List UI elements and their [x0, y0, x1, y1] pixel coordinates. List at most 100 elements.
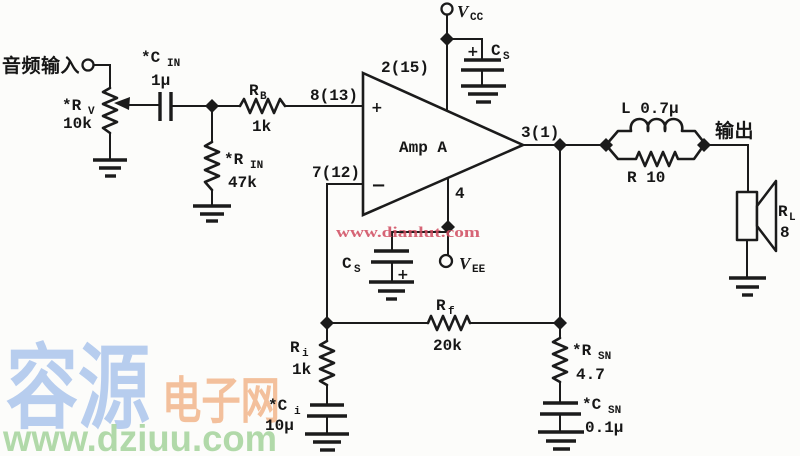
vcc-symbol: V: [457, 2, 470, 21]
rf-sub: f: [448, 306, 455, 318]
csn-ref: *C: [582, 396, 602, 414]
cs-top-sub: S: [503, 51, 510, 63]
wire: [446, 38, 483, 59]
watermark-brand-cn-2: 电子网: [162, 373, 280, 429]
resistor-rv: [101, 86, 119, 135]
cin-value: 1μ: [151, 72, 170, 90]
rin-ref: *R: [224, 151, 244, 169]
junction-dot: [599, 138, 613, 152]
resistors: [101, 86, 569, 387]
vcc-sub: CC: [470, 12, 484, 24]
r10-label: R 10: [627, 169, 665, 187]
pin-vminus-label: 4: [455, 185, 465, 203]
csn-sub: SN: [608, 405, 621, 417]
junction-dot: [205, 99, 219, 113]
vee-symbol: V: [459, 254, 472, 273]
ground-icon: [461, 84, 506, 104]
capacitors: [158, 58, 581, 418]
output-label: 输出: [715, 119, 754, 142]
watermark-dziuu-url: www.dziuu.com: [2, 418, 277, 456]
cs-top-ref: C: [491, 42, 501, 60]
output-lr-network: [604, 117, 708, 168]
rl-sub: L: [789, 212, 796, 224]
ground-icon: [538, 430, 584, 451]
opamp-plus-sign: +: [371, 100, 383, 116]
cin-sub: IN: [167, 58, 180, 70]
vcc-terminal: [440, 2, 454, 16]
rv-sub: V: [88, 106, 95, 118]
ri-ref: R: [290, 339, 300, 357]
resistor-rin: [203, 140, 221, 192]
ci-value: 10μ: [265, 417, 294, 435]
cs-bot-sub: S: [354, 264, 361, 276]
rsn-sub: SN: [598, 351, 611, 363]
audio-input-label: 音频输入: [2, 54, 80, 77]
csn-value: 0.1μ: [585, 419, 623, 437]
rf-ref: R: [436, 297, 446, 315]
rl-ref: R: [778, 203, 788, 221]
wire: [326, 183, 364, 324]
capacitor-csn: [540, 401, 581, 416]
cs-top-polarity: +: [467, 44, 479, 60]
vee-terminal: [438, 253, 454, 269]
rb-value: 1k: [252, 118, 272, 136]
wire: [93, 64, 111, 89]
cs-bot-polarity: +: [397, 267, 409, 283]
rf-value: 20k: [433, 337, 462, 355]
labels: 音频输入 *R V 10k *C IN 1μ R B 1k *R IN 47k …: [2, 2, 796, 437]
capacitor-cin: [158, 92, 173, 121]
potentiometer-wiper-arrow: [114, 97, 130, 110]
rv-value: 10k: [63, 115, 92, 133]
junction-dot: [553, 316, 567, 330]
pin-out-label: 3(1): [521, 124, 559, 142]
resistor-rsn: [551, 336, 569, 384]
junction-dots: [205, 32, 711, 330]
site-watermarks: 容源 电子网 www.dziuu.com: [2, 338, 280, 456]
inductor-label: L 0.7μ: [621, 100, 679, 118]
pin-vplus-label: 2(15): [381, 59, 429, 77]
speaker-icon: [735, 179, 778, 253]
capacitor-ci: [307, 403, 347, 418]
capacitor-cs-top: [461, 58, 504, 72]
capacitor-cs-bottom: [371, 249, 413, 264]
ci-sub: i: [294, 406, 301, 418]
rsn-value: 4.7: [576, 366, 605, 384]
opamp-triangle: [361, 70, 527, 217]
wires: [93, 14, 749, 434]
wire: [703, 144, 749, 193]
pin-inv-label: 7(12): [312, 164, 360, 182]
junction-dot: [697, 138, 711, 152]
cs-bot-ref: C: [342, 255, 352, 273]
ci-ref: *C: [268, 397, 288, 415]
resistor-ri: [318, 339, 336, 387]
junction-dot: [441, 220, 455, 234]
rin-value: 47k: [228, 174, 257, 192]
resistor-rb: [238, 97, 287, 115]
vee-sub: EE: [472, 264, 486, 276]
opamp-minus-sign: −: [371, 175, 386, 196]
ground-icon: [729, 276, 766, 297]
ground-icon: [193, 204, 231, 223]
audio-input-terminal: [81, 58, 95, 72]
ground-icon: [93, 158, 127, 178]
watermark-dianlut-url: www.dianlut.com: [336, 225, 481, 241]
wire: [391, 231, 449, 250]
rin-sub: IN: [250, 160, 263, 172]
rsn-ref: *R: [572, 342, 592, 360]
rb-ref: R: [249, 82, 259, 100]
ri-sub: i: [302, 348, 309, 360]
junction-dot: [320, 316, 334, 330]
ground-icon: [369, 280, 414, 301]
cin-ref: *C: [141, 49, 161, 67]
resistor-rf: [426, 314, 472, 332]
pin-noninv-label: 8(13): [310, 87, 358, 105]
ground-icon: [305, 432, 349, 452]
junction-dot: [440, 32, 454, 46]
resistor-r10: [604, 143, 706, 168]
inductor-coil: [604, 117, 708, 147]
grounds: [93, 84, 766, 452]
opamp-name: Amp A: [399, 139, 447, 157]
rv-ref: *R: [62, 97, 82, 115]
